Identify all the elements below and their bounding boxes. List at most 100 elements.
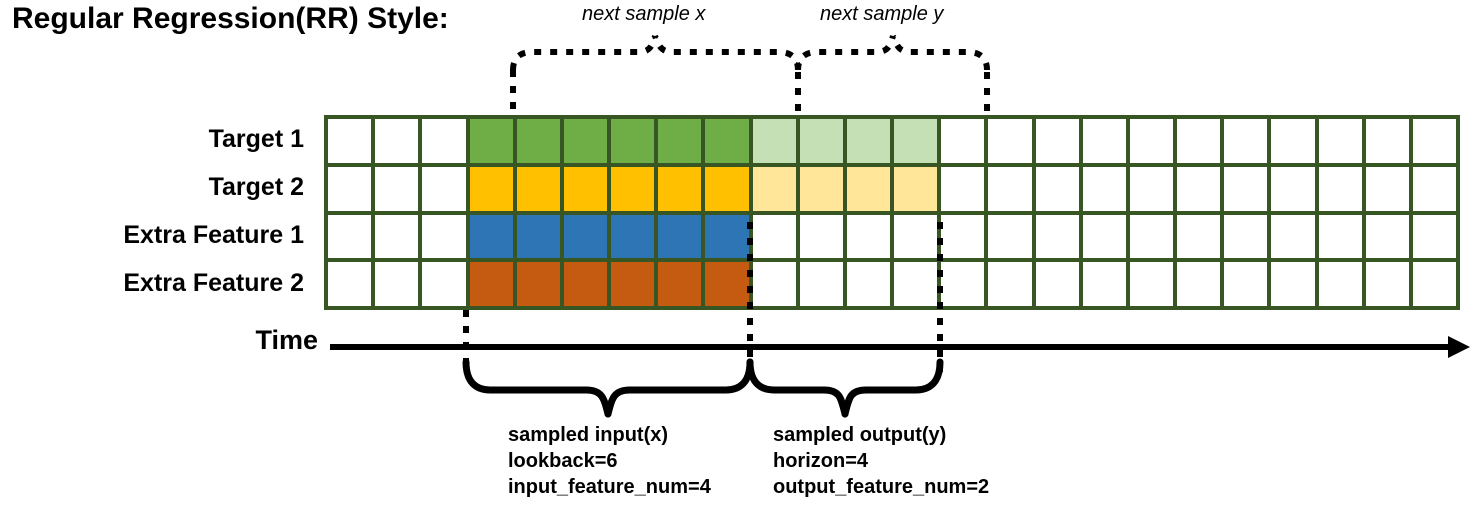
row-label-target-1: Target 1 bbox=[208, 125, 304, 153]
grid-cell-target-2-t13 bbox=[894, 166, 938, 211]
grid-cell-extra-feature-2-t21 bbox=[1271, 262, 1315, 306]
grid-cell-extra-feature-2-t16 bbox=[1035, 262, 1079, 306]
grid-cell-target-2-t14 bbox=[941, 166, 985, 211]
grid-cell-extra-feature-2-t15 bbox=[988, 262, 1032, 306]
grid-cell-extra-feature-2-t20 bbox=[1224, 262, 1268, 306]
grid-cell-extra-feature-1-t6 bbox=[563, 214, 607, 259]
grid-cell-target-2-t23 bbox=[1365, 166, 1409, 211]
grid-cell-extra-feature-1-t18 bbox=[1129, 214, 1173, 259]
grid-cell-target-2-t24 bbox=[1412, 166, 1456, 211]
grid-cell-extra-feature-1-t2 bbox=[375, 214, 419, 259]
time-axis-arrow bbox=[330, 336, 1470, 358]
grid-cell-extra-feature-1-t16 bbox=[1035, 214, 1079, 259]
annotation-input-line-2: lookback=6 bbox=[508, 450, 618, 472]
grid-cell-target-2-t9 bbox=[705, 166, 749, 211]
callout-next-sample-y: next sample y bbox=[820, 3, 944, 25]
grid-cell-extra-feature-1-t24 bbox=[1412, 214, 1456, 259]
grid-cell-extra-feature-1-t20 bbox=[1224, 214, 1268, 259]
grid-cell-extra-feature-1-t10 bbox=[752, 214, 796, 259]
grid-cell-target-1-t10 bbox=[752, 119, 796, 163]
grid-cell-target-2-t6 bbox=[563, 166, 607, 211]
grid-cell-extra-feature-2-t24 bbox=[1412, 262, 1456, 306]
grid-cell-target-2-t5 bbox=[516, 166, 560, 211]
row-label-extra-feature-1: Extra Feature 1 bbox=[123, 221, 304, 249]
grid-cell-extra-feature-2-t8 bbox=[658, 262, 702, 306]
grid-cell-target-1-t19 bbox=[1177, 119, 1221, 163]
annotation-output-line-2: horizon=4 bbox=[773, 450, 869, 472]
grid-cell-target-2-t20 bbox=[1224, 166, 1268, 211]
annotation-sampled-output: sampled output(y) horizon=4 output_featu… bbox=[773, 422, 989, 500]
grid-cell-extra-feature-1-t21 bbox=[1271, 214, 1315, 259]
grid-cell-extra-feature-2-t4 bbox=[469, 262, 513, 306]
grid-cell-extra-feature-1-t9 bbox=[705, 214, 749, 259]
grid-cell-target-2-t21 bbox=[1271, 166, 1315, 211]
grid-cell-target-1-t12 bbox=[846, 119, 890, 163]
grid-cell-extra-feature-1-t15 bbox=[988, 214, 1032, 259]
grid-cell-target-2-t17 bbox=[1082, 166, 1126, 211]
grid-cell-extra-feature-2-t18 bbox=[1129, 262, 1173, 306]
grid-cell-extra-feature-1-t3 bbox=[422, 214, 466, 259]
grid-cell-extra-feature-1-t8 bbox=[658, 214, 702, 259]
grid-cell-target-1-t9 bbox=[705, 119, 749, 163]
annotation-input-line-3: input_feature_num=4 bbox=[508, 476, 711, 498]
grid-cell-target-2-t2 bbox=[375, 166, 419, 211]
grid-cell-target-2-t11 bbox=[799, 166, 843, 211]
grid-cell-extra-feature-2-t17 bbox=[1082, 262, 1126, 306]
annotation-output-line-3: output_feature_num=2 bbox=[773, 476, 990, 498]
grid-cell-target-2-t19 bbox=[1177, 166, 1221, 211]
brace-sampled-input bbox=[462, 358, 754, 418]
grid-cell-target-1-t17 bbox=[1082, 119, 1126, 163]
grid-cell-target-2-t7 bbox=[611, 166, 655, 211]
grid-cell-target-1-t8 bbox=[658, 119, 702, 163]
grid-cell-extra-feature-2-t2 bbox=[375, 262, 419, 306]
grid-cell-extra-feature-1-t22 bbox=[1318, 214, 1362, 259]
grid-cell-extra-feature-1-t11 bbox=[799, 214, 843, 259]
brace-next-sample-x bbox=[510, 34, 801, 71]
row-label-extra-feature-2: Extra Feature 2 bbox=[123, 269, 304, 297]
grid-cell-target-2-t4 bbox=[469, 166, 513, 211]
grid-cell-target-1-t7 bbox=[611, 119, 655, 163]
brace-sampled-output bbox=[746, 358, 944, 418]
grid-cell-target-2-t8 bbox=[658, 166, 702, 211]
callout-next-sample-x: next sample x bbox=[582, 3, 706, 25]
grid-cell-target-1-t15 bbox=[988, 119, 1032, 163]
grid-cell-extra-feature-1-t23 bbox=[1365, 214, 1409, 259]
grid-cell-extra-feature-1-t17 bbox=[1082, 214, 1126, 259]
grid-cell-target-1-t24 bbox=[1412, 119, 1456, 163]
page-title: Regular Regression(RR) Style: bbox=[12, 2, 449, 35]
grid-cell-extra-feature-1-t14 bbox=[941, 214, 985, 259]
grid-cell-target-2-t3 bbox=[422, 166, 466, 211]
grid-cell-extra-feature-2-t6 bbox=[563, 262, 607, 306]
grid-cell-extra-feature-2-t22 bbox=[1318, 262, 1362, 306]
grid-cell-extra-feature-2-t3 bbox=[422, 262, 466, 306]
grid-cell-target-1-t6 bbox=[563, 119, 607, 163]
grid-cell-extra-feature-2-t7 bbox=[611, 262, 655, 306]
grid-cell-target-1-t5 bbox=[516, 119, 560, 163]
grid-cell-target-2-t15 bbox=[988, 166, 1032, 211]
brace-next-sample-y bbox=[795, 34, 990, 71]
grid-cell-target-1-t20 bbox=[1224, 119, 1268, 163]
guide-lines-top bbox=[510, 70, 990, 117]
grid-cell-extra-feature-1-t19 bbox=[1177, 214, 1221, 259]
grid-cell-extra-feature-2-t12 bbox=[846, 262, 890, 306]
grid-cell-target-1-t11 bbox=[799, 119, 843, 163]
grid-cell-target-2-t22 bbox=[1318, 166, 1362, 211]
grid-cell-extra-feature-2-t11 bbox=[799, 262, 843, 306]
grid-cell-extra-feature-2-t5 bbox=[516, 262, 560, 306]
grid-cell-target-1-t21 bbox=[1271, 119, 1315, 163]
grid-cell-target-2-t12 bbox=[846, 166, 890, 211]
grid-cell-target-1-t1 bbox=[328, 119, 372, 163]
grid-cell-extra-feature-1-t12 bbox=[846, 214, 890, 259]
row-label-target-2: Target 2 bbox=[208, 173, 304, 201]
grid-cell-extra-feature-2-t1 bbox=[328, 262, 372, 306]
annotation-sampled-input: sampled input(x) lookback=6 input_featur… bbox=[508, 422, 711, 500]
annotation-output-line-1: sampled output(y) bbox=[773, 424, 947, 446]
grid-cell-extra-feature-1-t1 bbox=[328, 214, 372, 259]
grid-cell-extra-feature-2-t10 bbox=[752, 262, 796, 306]
grid-cell-target-1-t3 bbox=[422, 119, 466, 163]
grid-cell-target-2-t10 bbox=[752, 166, 796, 211]
grid-cell-extra-feature-1-t4 bbox=[469, 214, 513, 259]
time-axis-label: Time bbox=[255, 325, 318, 355]
grid-cell-extra-feature-2-t19 bbox=[1177, 262, 1221, 306]
grid-cell-target-1-t4 bbox=[469, 119, 513, 163]
